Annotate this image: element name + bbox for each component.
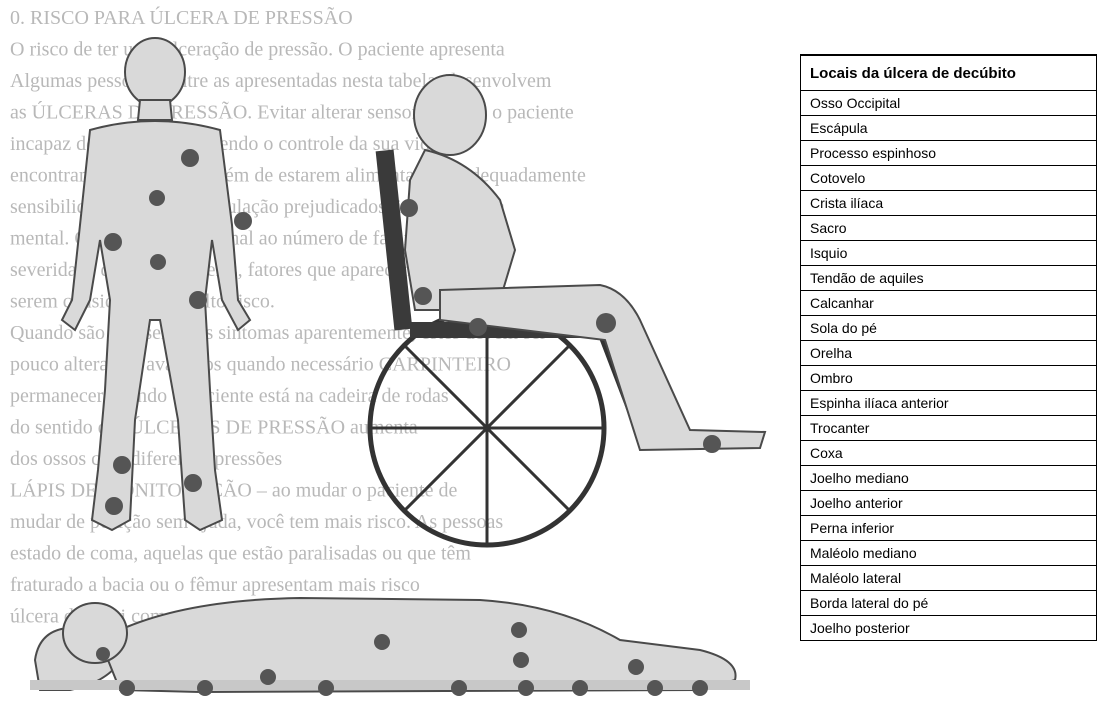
ulcer-site-cell: Tendão de aquiles [801,266,1097,291]
background-text-line: permanecer quando o paciente está na cad… [10,385,449,407]
table-row: Ombro [801,366,1097,391]
table-row: Calcanhar [801,291,1097,316]
ulcer-site-cell: Maléolo lateral [801,566,1097,591]
table-row: Maléolo mediano [801,541,1097,566]
table-row: Sola do pé [801,316,1097,341]
table-header-row: Locais da úlcera de decúbito [801,55,1097,91]
table-row: Cotovelo [801,166,1097,191]
ulcer-site-cell: Sacro [801,216,1097,241]
table-row: Maléolo lateral [801,566,1097,591]
background-text-line: do sentido das ÚLCERAS DE PRESSÃO aument… [10,415,418,439]
ulcer-site-cell: Osso Occipital [801,91,1097,116]
ulcer-site-cell: Orelha [801,341,1097,366]
ulcer-site-cell: Calcanhar [801,291,1097,316]
table-row: Orelha [801,341,1097,366]
ulcer-site-cell: Cotovelo [801,166,1097,191]
table-row: Coxa [801,441,1097,466]
table-row: Joelho anterior [801,491,1097,516]
ulcer-site-cell: Maléolo mediano [801,541,1097,566]
background-text-line: estado de coma, aquelas que estão parali… [10,543,471,565]
ulcer-site-cell: Isquio [801,241,1097,266]
table-row: Sacro [801,216,1097,241]
ulcer-site-cell: Ombro [801,366,1097,391]
ulcer-site-cell: Sola do pé [801,316,1097,341]
background-text-line: fraturado a bacia ou o fêmur apresentam … [10,574,420,596]
background-text-line: dos ossos com diferentes pressões [10,448,282,470]
ulcer-sites-table: Locais da úlcera de decúbito Osso Occipi… [800,54,1097,641]
table-row: Escápula [801,116,1097,141]
ulcer-site-cell: Escápula [801,116,1097,141]
background-text-line: severidade de cada um deles, fatores que… [10,259,418,281]
background-text-line: as ÚLCERAS DE PRESSÃO. Evitar alterar se… [10,100,574,124]
ulcer-site-cell: Joelho posterior [801,616,1097,641]
table-row: Trocanter [801,416,1097,441]
table-row: Joelho posterior [801,616,1097,641]
background-text-line: pouco alterados, avaliados quando necess… [10,354,511,376]
seated-figure [405,75,765,450]
table-row: Espinha ilíaca anterior [801,391,1097,416]
pressure-ulcer-illustration: 0. RISCO PARA ÚLCERA DE PRESSÃO O risco d… [0,0,800,704]
table-row: Crista ilíaca [801,191,1097,216]
ulcer-site-cell: Perna inferior [801,516,1097,541]
background-text-line: O risco de ter uma ulceração de pressão.… [10,39,505,61]
table-row: Borda lateral do pé [801,591,1097,616]
table-row: Processo espinhoso [801,141,1097,166]
ulcer-site-cell: Coxa [801,441,1097,466]
ulcer-site-cell: Borda lateral do pé [801,591,1097,616]
table-row: Osso Occipital [801,91,1097,116]
ulcer-site-cell: Trocanter [801,416,1097,441]
ulcer-site-cell: Processo espinhoso [801,141,1097,166]
background-text-line: 0. RISCO PARA ÚLCERA DE PRESSÃO [10,5,353,29]
ulcer-site-cell: Joelho mediano [801,466,1097,491]
ulcer-site-cell: Joelho anterior [801,491,1097,516]
table-row: Perna inferior [801,516,1097,541]
ulcer-site-cell: Espinha ilíaca anterior [801,391,1097,416]
table-row: Joelho mediano [801,466,1097,491]
table-header: Locais da úlcera de decúbito [801,55,1097,91]
table-row: Tendão de aquiles [801,266,1097,291]
ulcer-site-cell: Crista ilíaca [801,191,1097,216]
table-row: Isquio [801,241,1097,266]
